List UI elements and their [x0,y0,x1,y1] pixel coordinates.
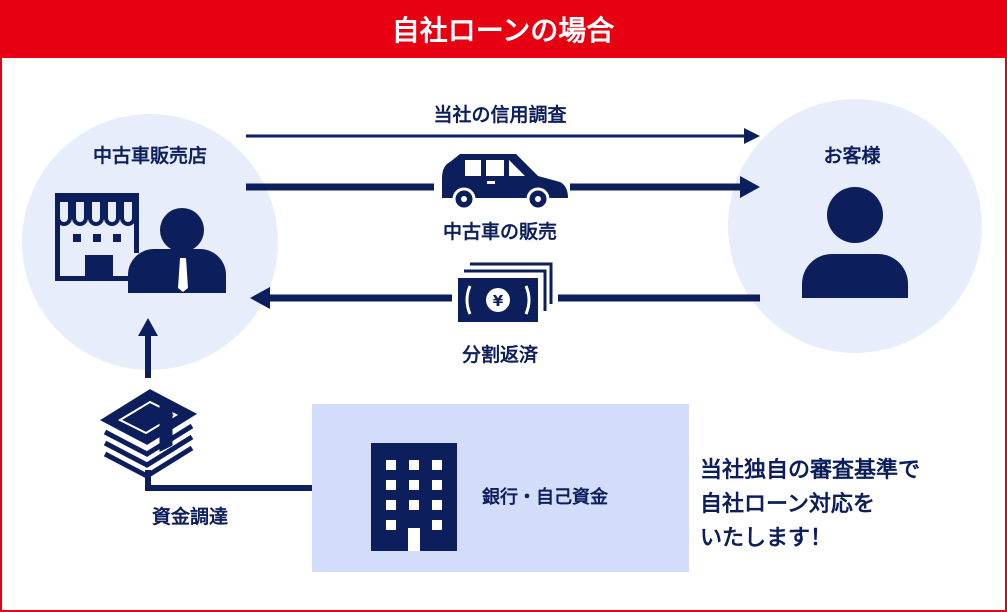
customer-label: お客様 [823,144,881,167]
bank-label: 銀行・自己資金 [482,486,609,508]
note-line-1: 当社独自の審査基準で [700,457,920,483]
car-icon [442,154,568,211]
salesperson-icon [128,208,226,293]
page-title: 自社ローンの場合 [392,14,616,47]
store-icon [55,193,145,281]
funding-label: 資金調達 [152,505,228,528]
arrowhead-up-icon [138,318,158,336]
arrowhead-right-icon [740,176,760,198]
funding-connector [145,470,330,491]
note-line-2: 自社ローン対応を [700,491,875,517]
building-icon [371,443,457,551]
installment-label: 分割返済 [462,343,539,366]
note-line-3: いたします！ [700,526,832,551]
credit-check-label: 当社の信用調査 [433,103,567,126]
yen-bills-icon: ¥ [458,262,553,322]
dealer-circle [22,114,278,370]
dealer-label: 中古車販売店 [93,144,207,167]
customer-icon [802,187,908,298]
arrowhead-right-icon [744,128,760,144]
header-bar [0,0,1007,58]
car-sale-label: 中古車の販売 [443,220,557,243]
svg-text:¥: ¥ [493,292,504,310]
arrowhead-left-icon [250,287,270,309]
cash-stack-icon [99,389,198,479]
